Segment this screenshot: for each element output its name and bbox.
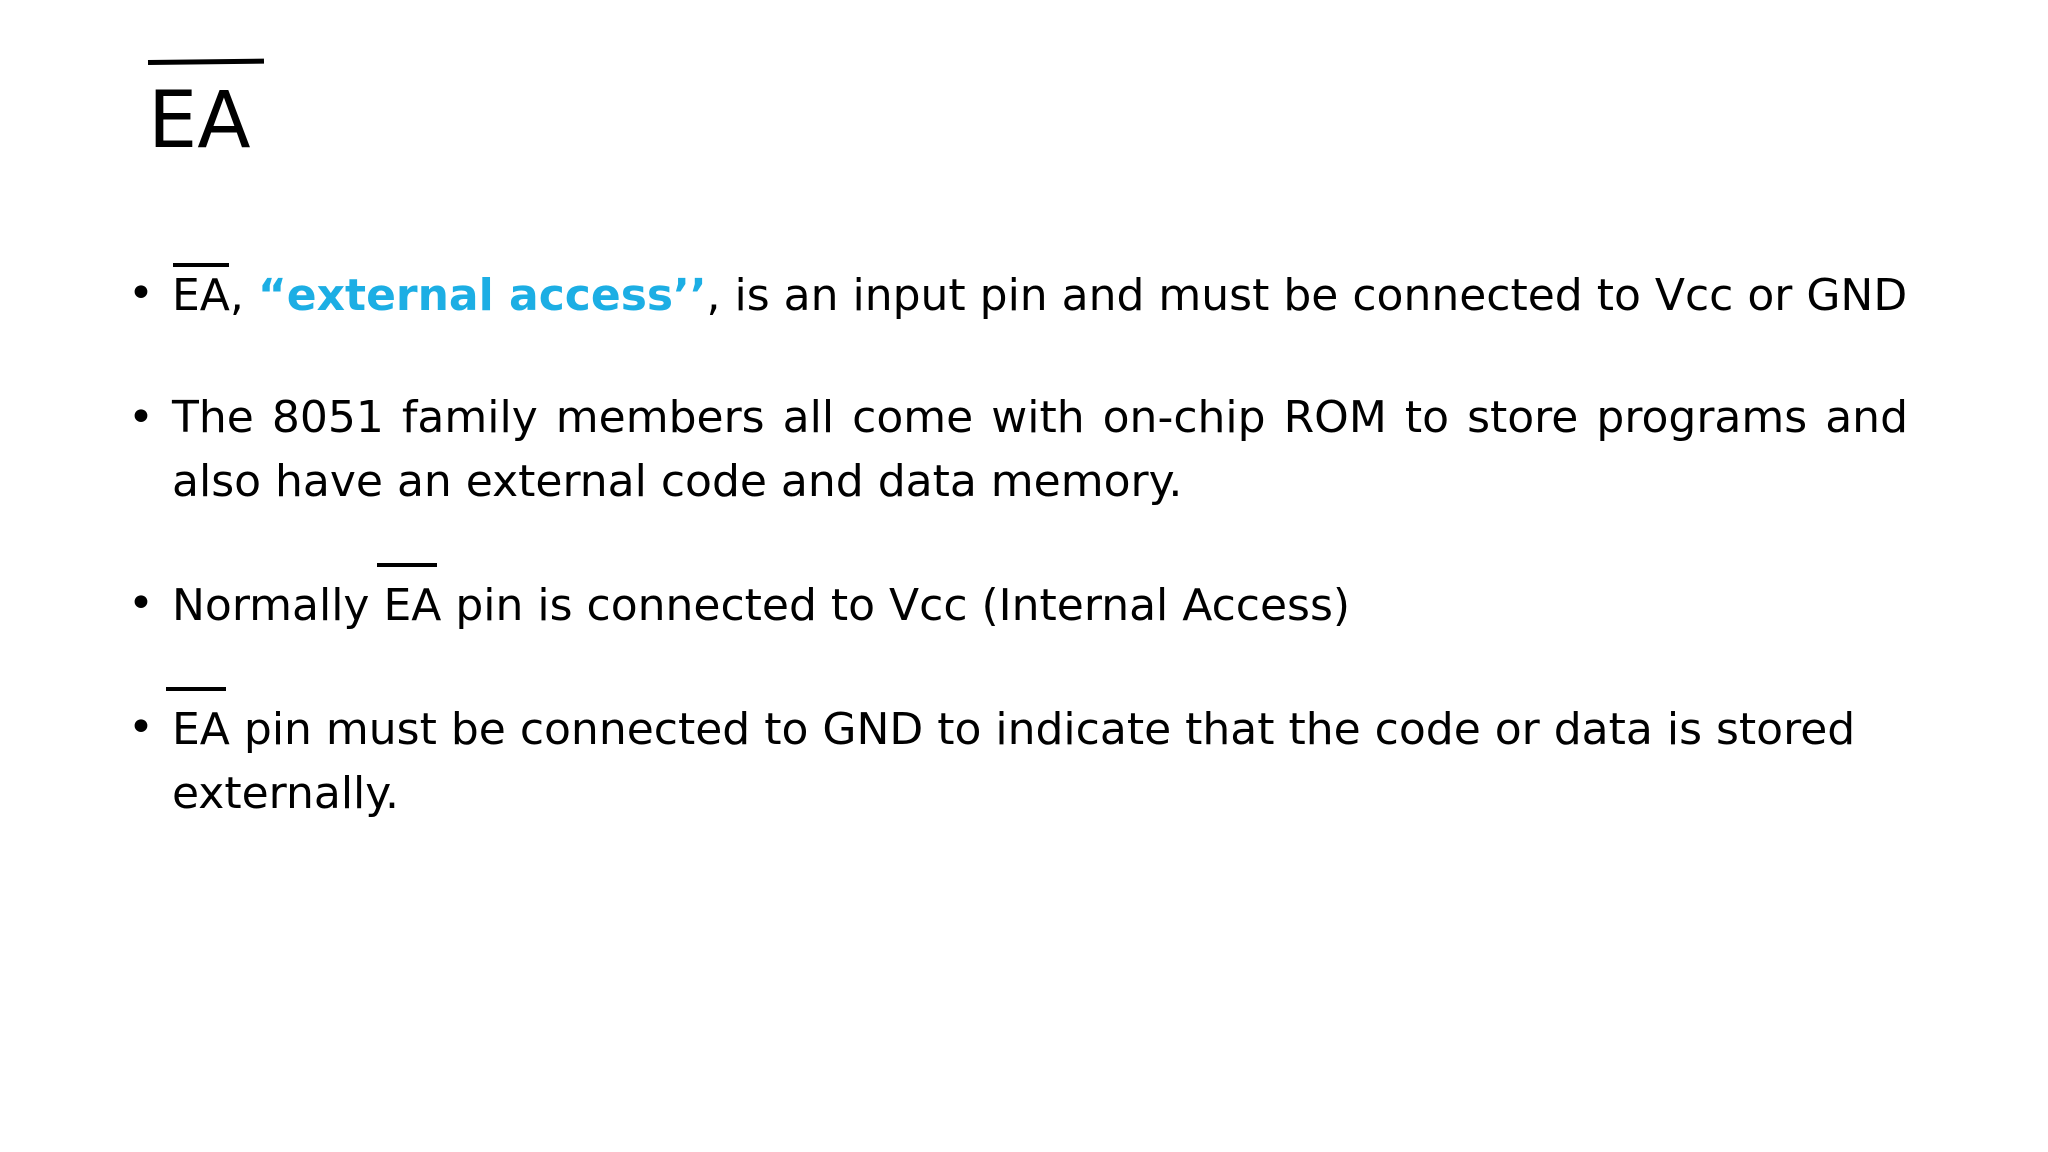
overline-ea-label: EA xyxy=(172,270,230,321)
bullet-marker-icon: • xyxy=(128,268,154,319)
overline-bar-icon xyxy=(173,263,229,267)
bullet-1-comma: , xyxy=(229,270,258,321)
bullet-text-3: Normally EA pin is connected to Vcc (Int… xyxy=(172,563,1908,638)
bullet-list: • EA, “external access’’, is an input pi… xyxy=(128,262,1908,826)
bullet-text-4: EA pin must be connected to GND to indic… xyxy=(166,687,1908,826)
bullet-gnd-external: • EA pin must be connected to GND to ind… xyxy=(128,687,1908,826)
title-text: EA xyxy=(148,76,251,166)
bullet-2-rest: The 8051 family members all come with on… xyxy=(172,392,1908,507)
accent-phrase-external-access: “external access’’ xyxy=(257,270,707,321)
bullet-marker-icon: • xyxy=(128,578,154,629)
overline-bar-icon xyxy=(166,687,226,691)
overline-ea-token-1: EA xyxy=(172,262,230,328)
slide-title: EA xyxy=(147,46,1908,176)
bullet-1-rest: , is an input pin and must be connected … xyxy=(706,270,1908,321)
bullet-8051-onchip-rom: • The 8051 family members all come with … xyxy=(128,386,1908,514)
bullet-text-2: The 8051 family members all come with on… xyxy=(172,386,1908,514)
bullet-3-prefix: Normally xyxy=(172,580,384,631)
bullet-marker-icon: • xyxy=(128,702,154,753)
overline-bar-icon xyxy=(377,563,438,567)
bullet-marker-icon: • xyxy=(128,392,154,443)
bullet-text-1: EA, “external access’’, is an input pin … xyxy=(172,262,1908,328)
overline-ea-token-4: EA xyxy=(166,687,230,762)
bullet-ea-external-access: • EA, “external access’’, is an input pi… xyxy=(128,262,1908,328)
overline-ea-token-3: EA xyxy=(377,563,442,638)
bullet-3-rest: pin is connected to Vcc (Internal Access… xyxy=(441,580,1351,631)
overline-ea-label: EA xyxy=(172,704,230,755)
overline-ea-label: EA xyxy=(383,580,442,631)
bullet-normally-vcc: • Normally EA pin is connected to Vcc (I… xyxy=(128,563,1908,638)
bullet-4-rest: pin must be connected to GND to indicate… xyxy=(172,704,1856,819)
